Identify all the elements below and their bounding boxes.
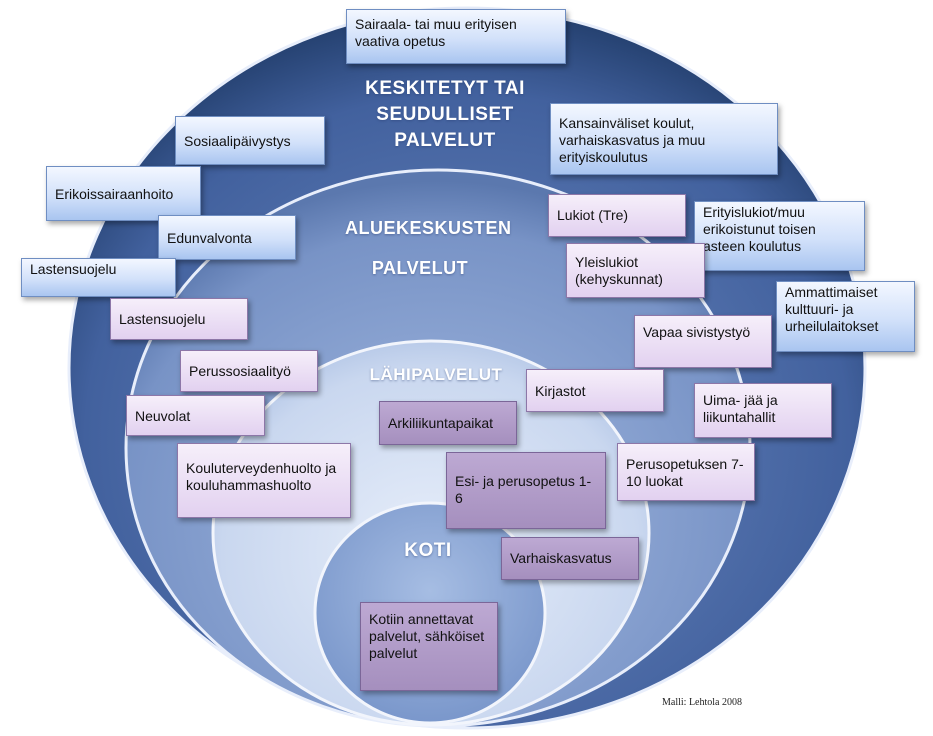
regional-layer-title: ALUEKESKUSTEN PALVELUT	[345, 218, 512, 278]
service-arkiliikuntapaikat: Arkiliikuntapaikat	[379, 401, 517, 445]
service-lastensuojelu-regional: Lastensuojelu	[110, 298, 248, 340]
service-esi-perusopetus: Esi- ja perusopetus 1-6	[446, 452, 606, 529]
service-sairaala-opetus: Sairaala- tai muu erityisen vaativa opet…	[346, 9, 566, 64]
service-kouluterveydenhuolto: Kouluterveydenhuolto ja kouluhammashuolt…	[177, 443, 351, 518]
service-edunvalvonta: Edunvalvonta	[158, 215, 296, 260]
service-erityislukiot: Erityislukiot/muu erikoistunut toisen as…	[694, 201, 865, 271]
service-lukiot-tre: Lukiot (Tre)	[548, 194, 686, 237]
service-perusopetuksen-7-10: Perusopetuksen 7-10 luokat	[617, 443, 755, 501]
service-ammattimaiset: Ammattimaiset kulttuuri- ja urheilulaito…	[776, 281, 915, 352]
home-layer-title: KOTI	[404, 540, 452, 561]
service-sosiaalipaivystys: Sosiaalipäivystys	[175, 116, 325, 165]
service-neuvolat: Neuvolat	[126, 395, 265, 436]
service-vapaa-sivistystyo: Vapaa sivistystyö	[634, 315, 772, 368]
service-varhaiskasvatus: Varhaiskasvatus	[501, 537, 639, 580]
service-kirjastot: Kirjastot	[526, 369, 664, 412]
service-perussosiaalityo: Perussosiaalityö	[180, 350, 318, 392]
service-yleislukiot: Yleislukiot (kehyskunnat)	[566, 243, 705, 298]
service-kotiin-annettavat: Kotiin annettavat palvelut, sähköiset pa…	[360, 602, 498, 691]
service-kansainvaliset-koulut: Kansainväliset koulut, varhaiskasvatus j…	[550, 103, 778, 175]
service-uima-liikuntahallit: Uima- jää ja liikuntahallit	[694, 383, 832, 438]
service-erikoissairaanhoito: Erikoissairaanhoito	[46, 166, 201, 221]
source-credit: Malli: Lehtola 2008	[662, 697, 742, 708]
local-layer-title: LÄHIPALVELUT	[369, 365, 503, 384]
service-lastensuojelu-outer: Lastensuojelu	[21, 258, 176, 297]
outer-layer-title: KESKITETYT TAI SEUDULLISET PALVELUT	[365, 78, 525, 151]
